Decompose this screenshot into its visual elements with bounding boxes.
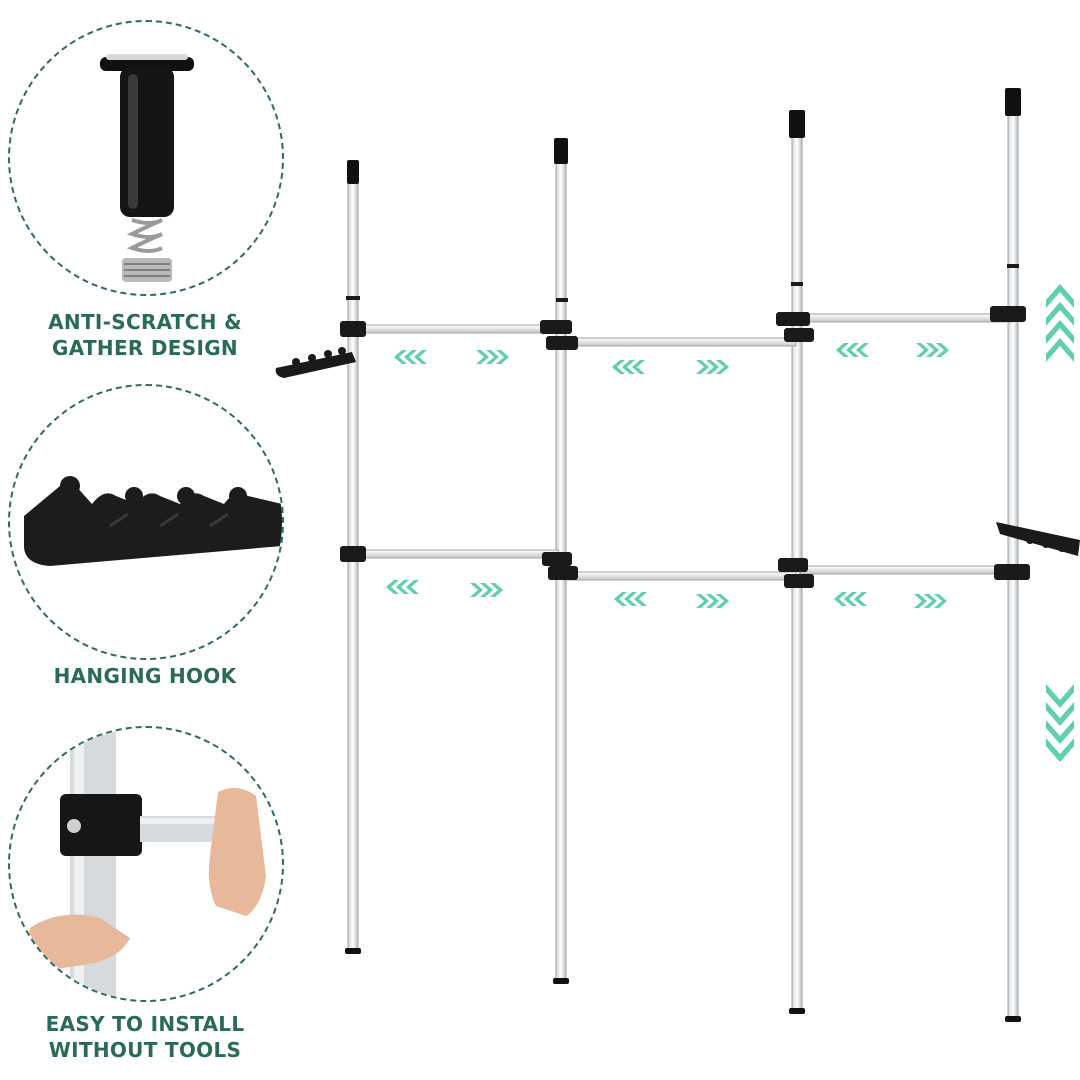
top-bar-1 bbox=[355, 324, 559, 334]
feature-circle-hanging-hook bbox=[8, 384, 284, 660]
clamps bbox=[340, 264, 1030, 588]
feature-label-line: HANGING HOOK bbox=[53, 664, 237, 688]
bottom-bar-3 bbox=[799, 565, 1013, 575]
arrow-pair-bottom-1 bbox=[386, 580, 503, 597]
feature-label-line: WITHOUT TOOLS bbox=[48, 1038, 242, 1062]
pole-4 bbox=[1005, 88, 1021, 1022]
feature-label-line: ANTI-SCRATCH & bbox=[48, 310, 242, 334]
feature-circle-easy-install bbox=[8, 726, 284, 1002]
pole-cap-spring-icon bbox=[100, 54, 194, 282]
feature-label-hanging-hook: HANGING HOOK bbox=[0, 663, 290, 689]
top-bar-2 bbox=[563, 337, 797, 347]
arrow-pair-top-2 bbox=[612, 360, 729, 374]
hanging-hook-icon bbox=[24, 476, 282, 566]
bottom-bar-2 bbox=[563, 571, 797, 581]
feature-circle-anti-scratch bbox=[8, 20, 284, 296]
feature-label-line: EASY TO INSTALL bbox=[45, 1012, 245, 1036]
feature-label-easy-install: EASY TO INSTALL WITHOUT TOOLS bbox=[0, 1011, 290, 1063]
bottom-bar-1 bbox=[355, 549, 559, 559]
arrow-pair-top-3 bbox=[836, 343, 949, 357]
arrow-up bbox=[1046, 284, 1074, 362]
top-bar-3 bbox=[799, 313, 1013, 323]
arrow-pair-bottom-3 bbox=[834, 592, 947, 608]
hand-clamp-icon bbox=[27, 728, 266, 1000]
feature-label-line: GATHER DESIGN bbox=[52, 336, 238, 360]
arrow-pair-bottom-2 bbox=[614, 592, 729, 608]
arrow-pair-top-1 bbox=[394, 350, 509, 364]
feature-label-anti-scratch: ANTI-SCRATCH & GATHER DESIGN bbox=[0, 309, 290, 361]
telescopic-rack-illustration bbox=[275, 88, 1080, 1022]
arrow-down bbox=[1046, 684, 1074, 762]
hook-left bbox=[275, 352, 356, 378]
